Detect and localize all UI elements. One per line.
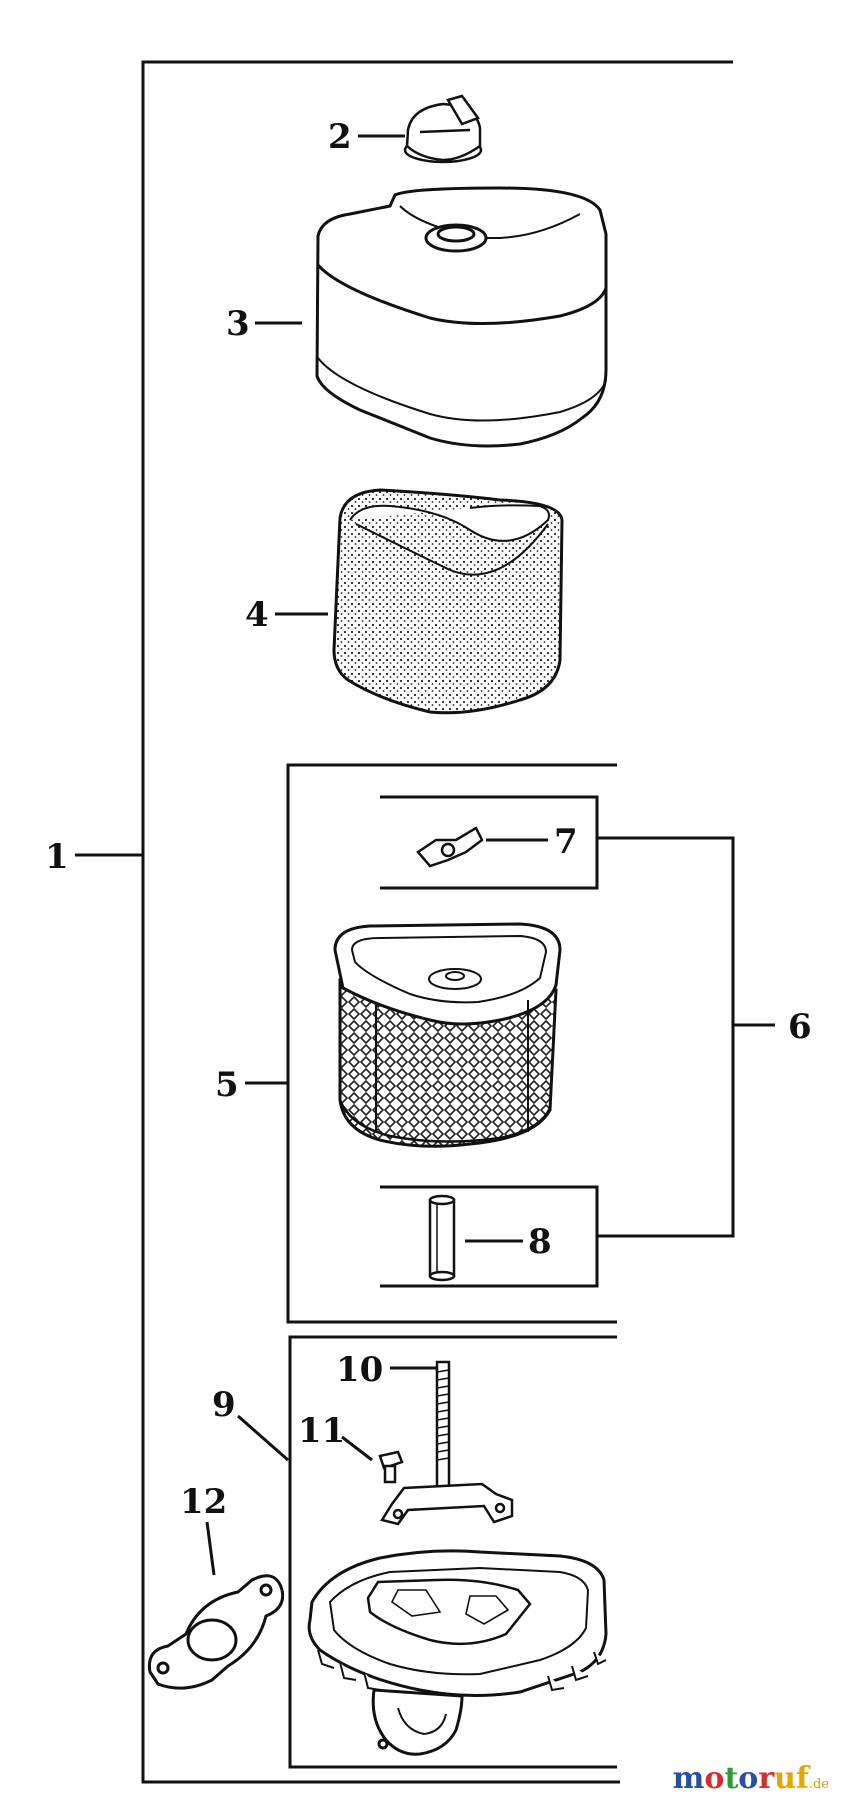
paper-filter-element-part <box>333 922 562 1148</box>
air-cleaner-base-part <box>307 1549 608 1756</box>
watermark-letter: r <box>758 1761 775 1796</box>
callout-12: 12 <box>180 1482 227 1522</box>
callout-10: 10 <box>336 1350 383 1390</box>
box-part-7 <box>380 795 599 890</box>
watermark-suffix: .de <box>808 1777 829 1792</box>
callout-7: 7 <box>554 822 578 862</box>
callout-11: 11 <box>298 1411 345 1451</box>
callout-9: 9 <box>212 1385 236 1425</box>
watermark-letter: o <box>704 1761 725 1796</box>
watermark-logo: motoruf.de <box>673 1761 829 1796</box>
callout-5: 5 <box>215 1065 239 1105</box>
watermark-letter: o <box>738 1761 759 1796</box>
screw-part <box>378 1450 404 1484</box>
group-bracket-5 <box>286 763 617 1324</box>
watermark-letter: u <box>774 1761 796 1796</box>
callout-2: 2 <box>328 117 352 157</box>
foam-precleaner-part <box>332 488 564 715</box>
wing-nut-part <box>416 826 484 868</box>
callout-6: 6 <box>788 1007 812 1047</box>
gasket-part <box>147 1574 285 1690</box>
box-part-8 <box>380 1185 599 1288</box>
spacer-sleeve-part <box>428 1194 456 1282</box>
callout-4: 4 <box>245 595 269 635</box>
wing-knob-part <box>403 94 483 164</box>
leader-lines <box>75 134 548 1576</box>
callout-3: 3 <box>226 304 250 344</box>
watermark-letter: t <box>724 1761 739 1796</box>
bracket-6 <box>597 836 775 1238</box>
watermark-letter: m <box>672 1761 705 1796</box>
assembly-bracket-1 <box>141 60 733 1784</box>
callout-8: 8 <box>528 1222 552 1262</box>
stud-bracket-part <box>380 1360 514 1526</box>
callout-1: 1 <box>45 837 69 877</box>
air-cleaner-cover-part <box>315 186 608 448</box>
group-bracket-9 <box>288 1335 617 1769</box>
watermark-letter: f <box>795 1761 809 1796</box>
